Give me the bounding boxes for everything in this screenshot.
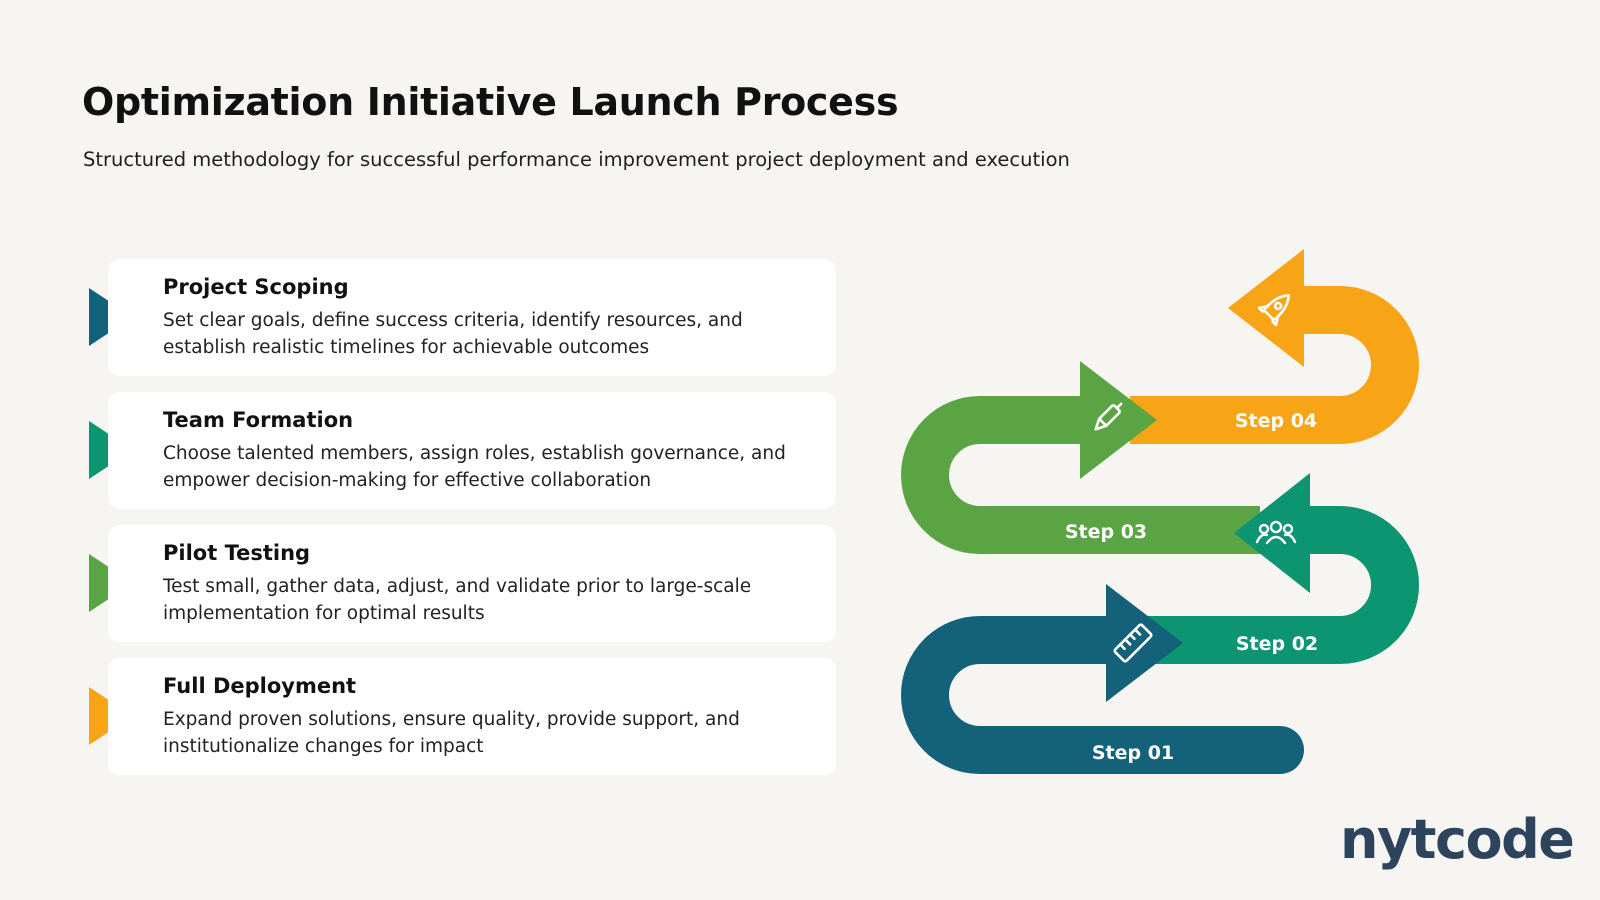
path-segment-step-01 xyxy=(901,616,1304,774)
step-label-01: Step 01 xyxy=(1092,742,1174,764)
step-card-pilot-testing: Pilot Testing Test small, gather data, a… xyxy=(108,525,836,642)
step-card-team-formation: Team Formation Choose talented members, … xyxy=(108,392,836,509)
path-segment-step-04 xyxy=(1130,286,1419,444)
step-description: Expand proven solutions, ensure quality,… xyxy=(163,709,740,757)
step-label-04: Step 04 xyxy=(1235,410,1317,432)
step-card-full-deployment: Full Deployment Expand proven solutions,… xyxy=(108,658,836,775)
arrowhead-step-02 xyxy=(1234,473,1310,593)
pen-icon xyxy=(1094,402,1123,431)
arrowhead-step-03 xyxy=(1080,361,1157,479)
path-segment-step-02 xyxy=(1130,506,1419,664)
rocket-icon xyxy=(1257,293,1291,327)
step-title: Pilot Testing xyxy=(163,541,311,565)
step-label-02: Step 02 xyxy=(1236,633,1318,655)
step-label-03: Step 03 xyxy=(1065,521,1147,543)
ruler-icon xyxy=(1113,623,1153,663)
path-segment-step-03 xyxy=(901,396,1260,554)
step-card-project-scoping: Project Scoping Set clear goals, define … xyxy=(108,259,836,376)
step-title: Full Deployment xyxy=(163,674,357,698)
step-description: Set clear goals, define success criteria… xyxy=(163,310,743,358)
brand-logo: nytcode xyxy=(1340,808,1575,871)
step-description: Test small, gather data, adjust, and val… xyxy=(163,576,752,624)
step-title: Project Scoping xyxy=(163,275,349,299)
page-title: Optimization Initiative Launch Process xyxy=(82,80,899,124)
step-description: Choose talented members, assign roles, e… xyxy=(163,443,786,491)
page-subtitle: Structured methodology for successful pe… xyxy=(83,148,1070,171)
team-icon xyxy=(1255,520,1297,545)
step-title: Team Formation xyxy=(163,408,354,432)
